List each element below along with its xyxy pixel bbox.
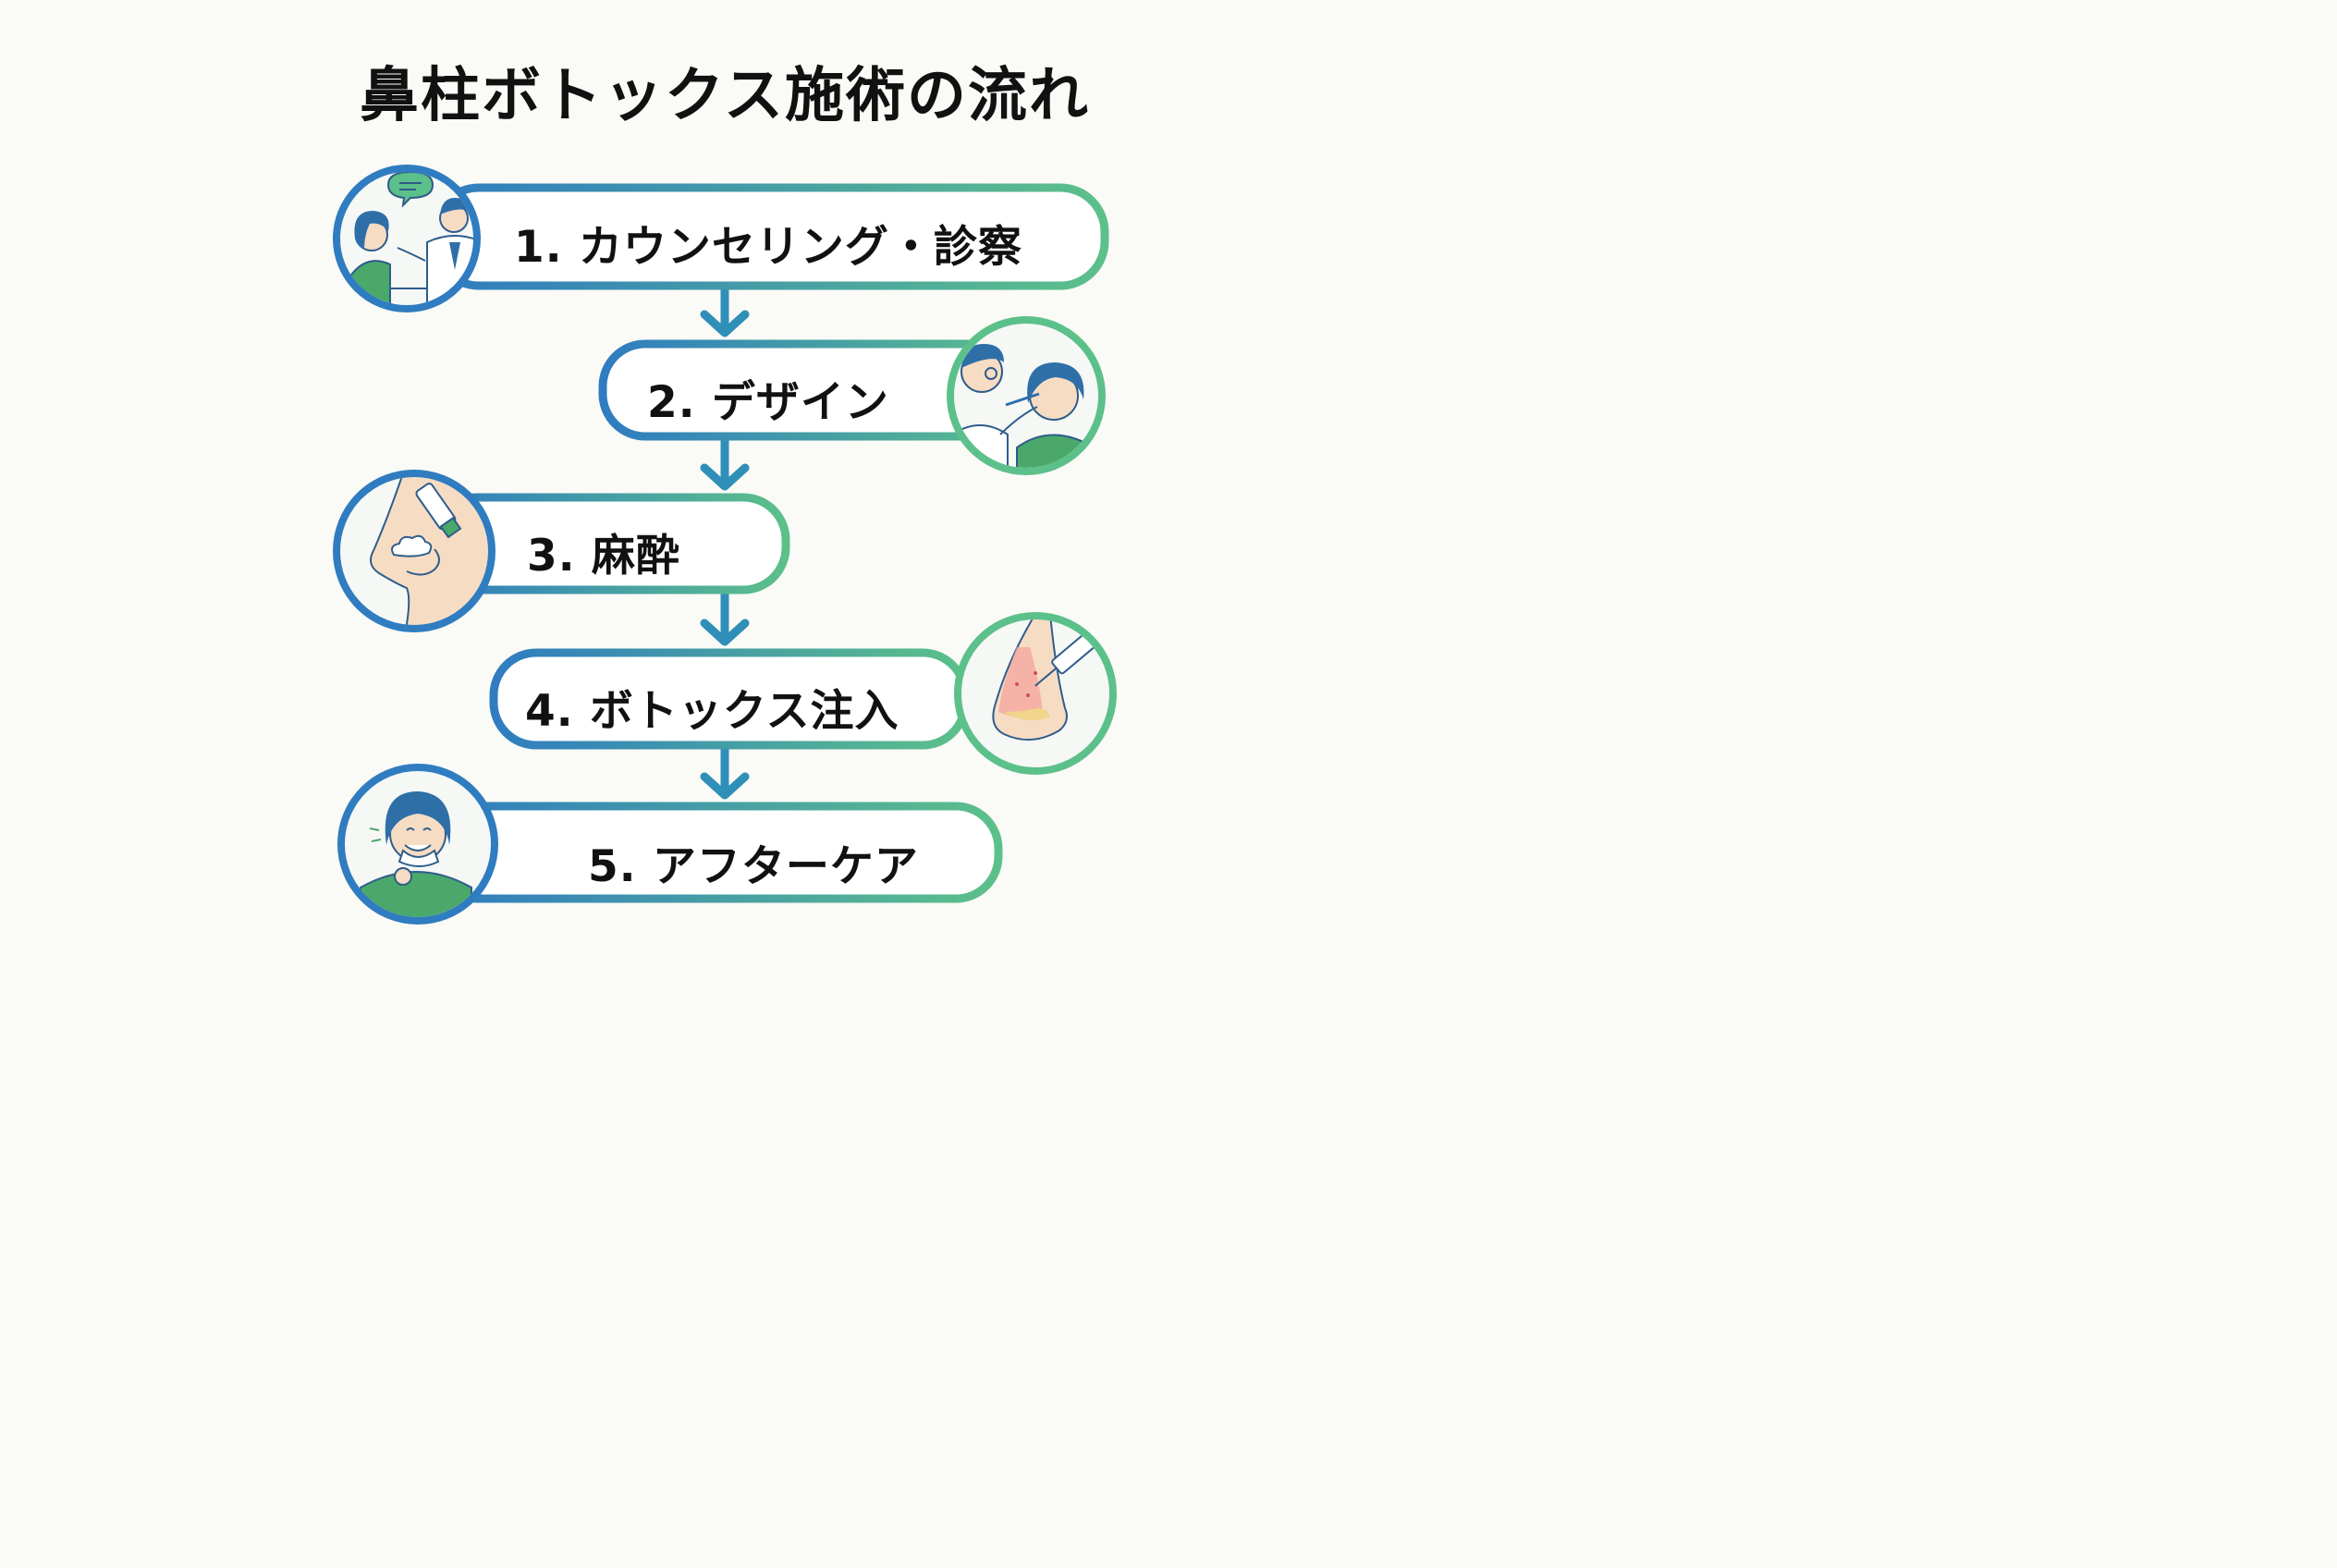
- anesthetic-cream-icon: [333, 470, 496, 632]
- smiling-patient-icon: [337, 764, 498, 925]
- arrow-3-4: [700, 587, 750, 646]
- step-3-label: 3. 麻酔: [527, 531, 680, 582]
- consultation-icon: [333, 165, 481, 312]
- arrow-4-5: [700, 742, 750, 800]
- step-4-label: 4. ボトックス注入: [525, 686, 899, 737]
- step-5-label: 5. アフターケア: [588, 841, 919, 892]
- flow-diagram: [333, 165, 1117, 925]
- injection-icon: [954, 612, 1117, 775]
- step-2-label: 2. デザイン: [647, 377, 889, 428]
- arrow-1-2: [700, 284, 750, 337]
- nose-marking-icon: [947, 316, 1106, 475]
- page-title: 鼻柱ボトックス施術の流れ: [359, 62, 1091, 130]
- arrow-2-3: [700, 432, 750, 491]
- step-1-label: 1. カウンセリング・診察: [514, 222, 1022, 273]
